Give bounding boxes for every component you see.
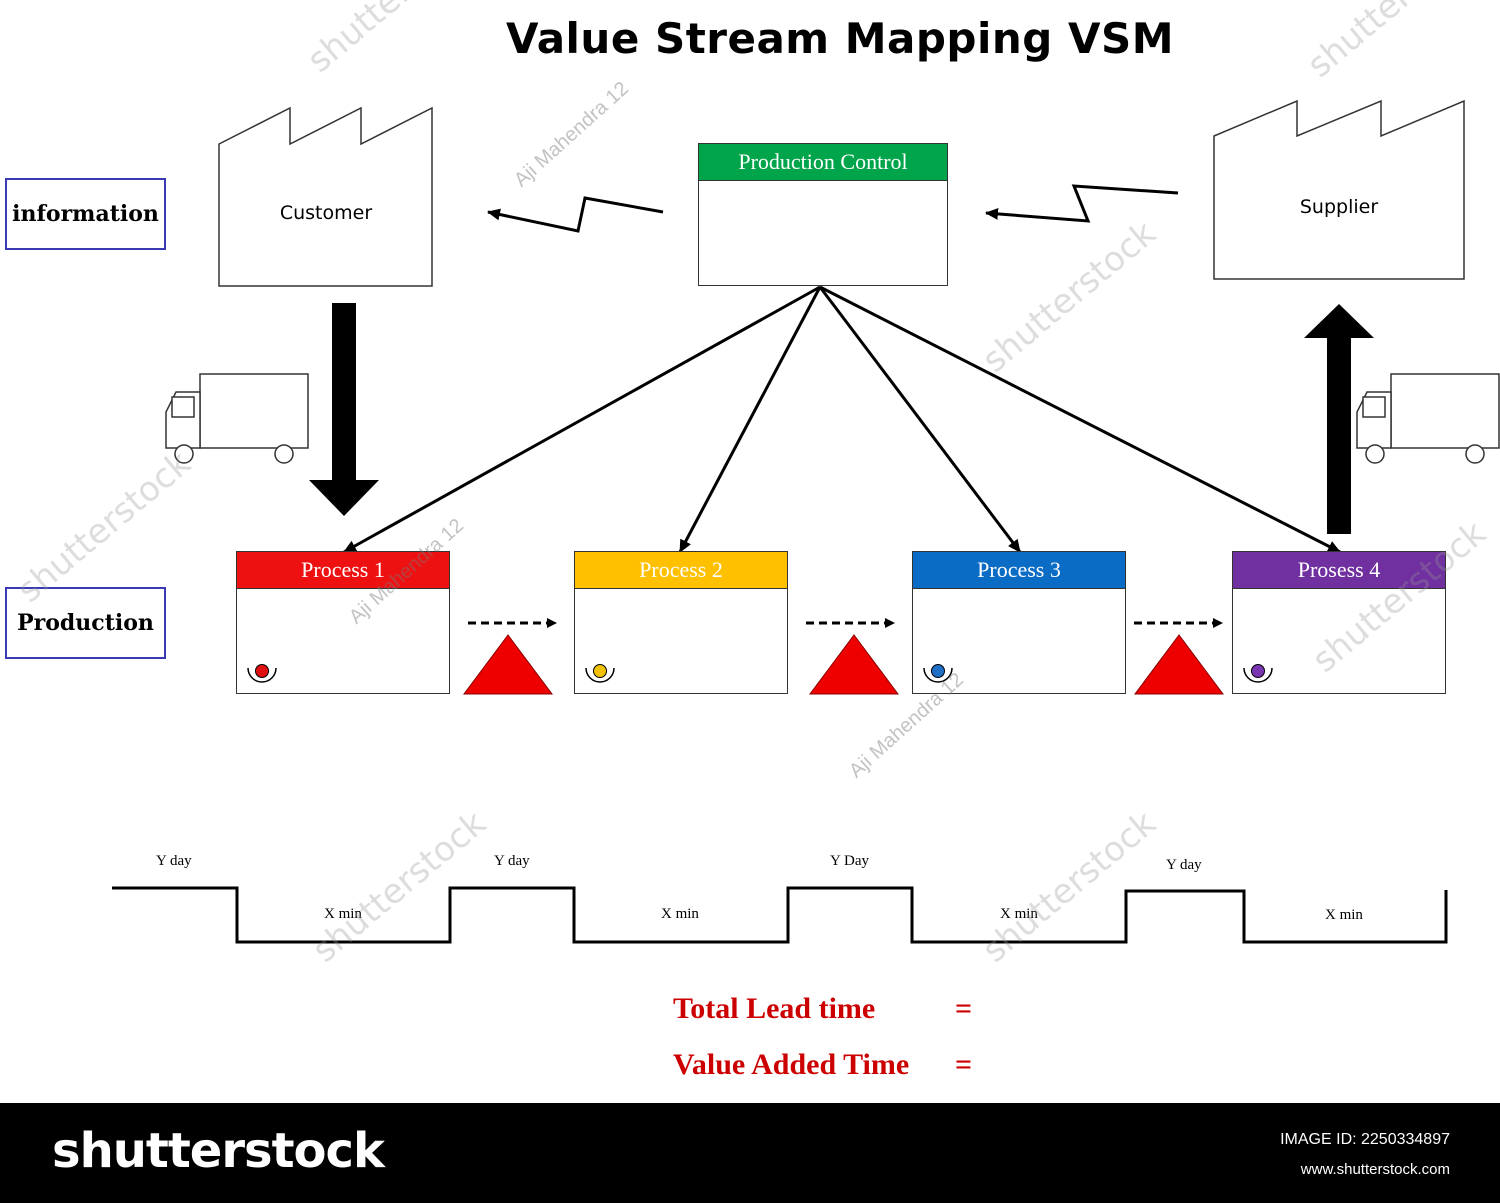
control-line-3 — [818, 286, 1022, 553]
customer-factory-icon — [218, 106, 433, 287]
electronic-flow-from-supplier — [985, 184, 1179, 223]
timeline-lower-label-1: X min — [324, 906, 362, 922]
supplier-label: Supplier — [1299, 196, 1379, 218]
timeline-upper-label-3: Y Day — [830, 853, 870, 869]
shipment-arrow-up — [1304, 304, 1374, 534]
image-id: IMAGE ID: 2250334897 — [1280, 1131, 1450, 1148]
production-label: Production — [5, 587, 166, 659]
timeline-lower-label-4: X min — [1325, 907, 1363, 923]
information-label: information — [5, 178, 166, 250]
process-box-2: Process 2 — [574, 551, 788, 694]
control-line-4 — [819, 285, 1341, 554]
value-added-time-label: Value Added Time — [673, 1048, 910, 1081]
operator-icon-3 — [923, 664, 953, 683]
process-box-3: Process 3 — [912, 551, 1126, 694]
inventory-triangle-icon-3 — [1134, 634, 1224, 695]
control-line-2 — [678, 286, 822, 553]
timeline-upper-label-1: Y day — [156, 853, 192, 869]
process-box-1: Process 1 — [236, 551, 450, 694]
timeline-upper-label-2: Y day — [494, 853, 530, 869]
vsm-diagram: Value Stream Mapping VSM information Pro… — [5, 0, 1500, 1081]
process-header-3: Process 3 — [913, 552, 1125, 589]
production-control-box: Production Control — [698, 143, 948, 286]
total-lead-time-equals: = — [955, 992, 973, 1025]
total-lead-time-label: Total Lead time — [673, 992, 876, 1025]
brand-logo[interactable]: shutterstock — [52, 1123, 385, 1179]
timeline-upper-label-4: Y day — [1166, 857, 1202, 873]
process-header-1: Process 1 — [237, 552, 449, 589]
operator-icon-1 — [247, 664, 277, 683]
control-line-1 — [343, 285, 821, 554]
diagram-lines — [112, 99, 1500, 944]
operator-icon-4 — [1243, 664, 1273, 683]
customer-label: Customer — [279, 202, 373, 224]
timeline-line — [112, 886, 1448, 944]
inventory-triangle-icon-2 — [809, 634, 899, 695]
site-url[interactable]: www.shutterstock.com — [1300, 1161, 1450, 1178]
timeline-lower-label-3: X min — [1000, 906, 1038, 922]
electronic-flow-to-customer — [487, 196, 664, 233]
shipment-arrow-down — [309, 303, 379, 516]
production-control-header: Production Control — [699, 144, 947, 181]
process-box-4: Prosess 4 — [1232, 551, 1446, 694]
process-header-2: Process 2 — [575, 552, 787, 589]
footer-bar: shutterstock IMAGE ID: 2250334897 www.sh… — [0, 1103, 1500, 1203]
value-added-time-equals: = — [955, 1048, 973, 1081]
diagram-title: Value Stream Mapping VSM — [505, 14, 1174, 63]
process-header-4: Prosess 4 — [1233, 552, 1445, 589]
truck-icon-left — [165, 373, 309, 464]
truck-icon-right — [1356, 373, 1500, 464]
timeline-lower-label-2: X min — [661, 906, 699, 922]
inventory-triangle-icon-1 — [463, 634, 553, 695]
supplier-factory-icon — [1213, 99, 1465, 280]
operator-icon-2 — [585, 664, 615, 683]
